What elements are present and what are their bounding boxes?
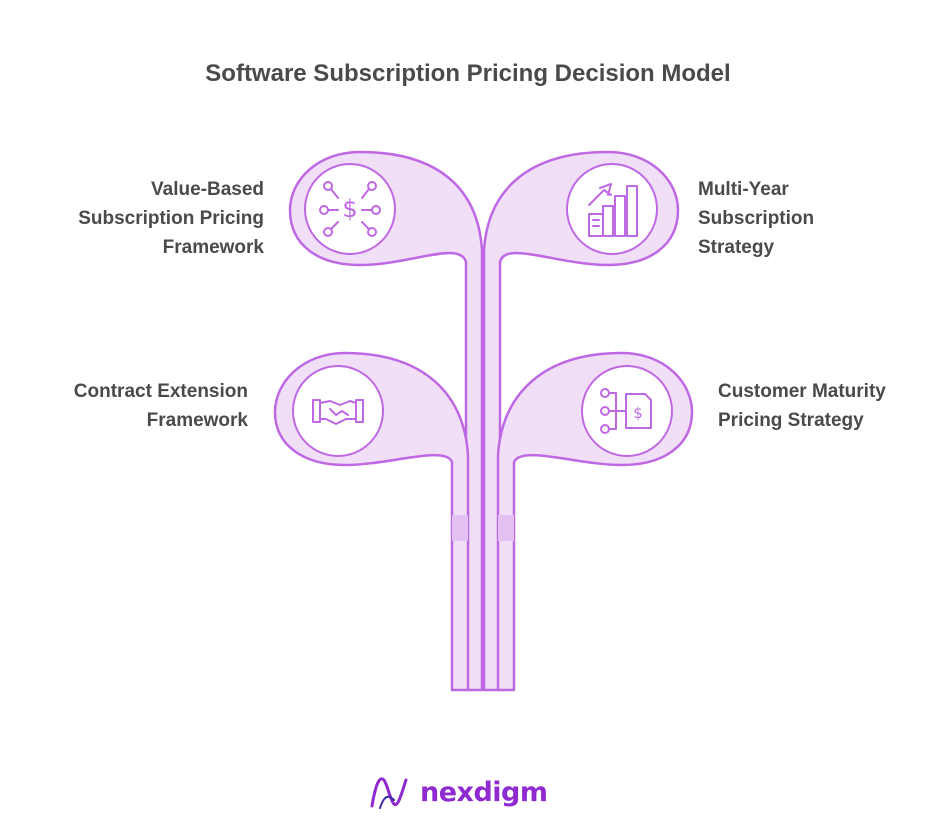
label-value-based-pricing: Value-Based Subscription Pricing Framewo… xyxy=(78,175,264,262)
growth-chart-icon xyxy=(588,183,638,237)
label-multi-year-strategy: Multi-Year Subscription Strategy xyxy=(698,175,814,262)
pricing-network-icon: $ xyxy=(319,181,381,237)
brand-logo: nexdigm xyxy=(368,772,548,812)
label-customer-maturity: Customer Maturity Pricing Strategy xyxy=(718,377,886,435)
label-line: Subscription xyxy=(698,208,815,229)
label-line: Strategy xyxy=(698,237,775,258)
label-line: Customer Maturity xyxy=(718,381,886,402)
label-line: Framework xyxy=(146,410,248,431)
label-line: Framework xyxy=(162,237,264,258)
label-line: Contract Extension xyxy=(73,381,248,402)
stem-band xyxy=(452,515,468,541)
svg-text:$: $ xyxy=(633,404,643,422)
icon-circle-top-left xyxy=(304,163,396,255)
diagram-title: Software Subscription Pricing Decision M… xyxy=(205,60,731,87)
svg-text:$: $ xyxy=(342,195,357,223)
stem-band xyxy=(498,515,514,541)
nexdigm-logo-icon xyxy=(370,777,408,809)
label-line: Multi-Year xyxy=(698,179,789,200)
label-line: Pricing Strategy xyxy=(718,410,864,431)
document-flow-icon: $ xyxy=(600,388,652,434)
label-line: Value-Based xyxy=(151,179,264,200)
logo-text: nexdigm xyxy=(420,776,548,808)
label-contract-extension: Contract Extension Framework xyxy=(74,377,248,435)
label-line: Subscription Pricing xyxy=(78,208,264,229)
leaf-top-right xyxy=(482,150,680,692)
icon-circle-bottom-left xyxy=(292,365,384,457)
handshake-icon xyxy=(312,399,364,425)
